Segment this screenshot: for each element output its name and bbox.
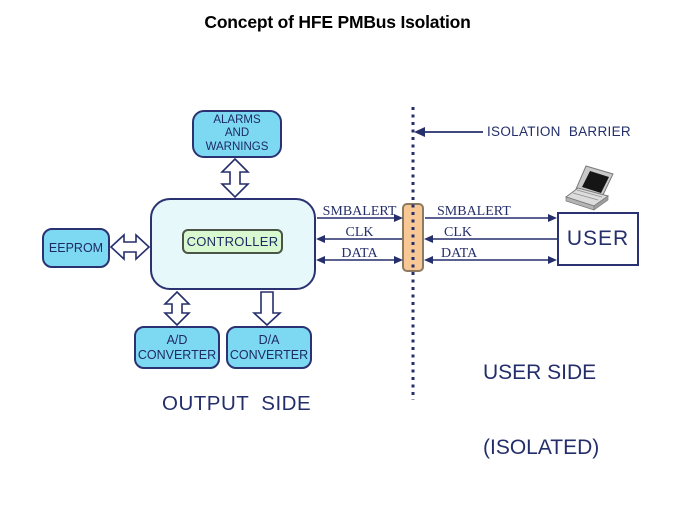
alarms-line-2: AND	[224, 127, 250, 140]
smbalert-left-label: SMBALERT	[322, 204, 397, 219]
alarms-line-1: ALARMS	[213, 113, 261, 126]
ad-converter-block: A/D CONVERTER	[134, 326, 220, 369]
user-side-line-1: USER SIDE	[483, 361, 597, 384]
laptop-icon	[564, 165, 614, 211]
alarms-line-3: WARNINGS	[205, 140, 269, 153]
clk-right-label: CLK	[444, 225, 472, 240]
controller-ad-double-arrow-icon	[163, 290, 191, 327]
data-right-label: DATA	[441, 246, 478, 261]
user-block: USER	[557, 212, 639, 266]
ad-line-2: CONVERTER	[137, 347, 217, 362]
clk-left-label: CLK	[345, 225, 374, 240]
alarms-warnings-block: ALARMS AND WARNINGS	[192, 110, 282, 158]
smbalert-right-label: SMBALERT	[437, 204, 511, 219]
controller-da-down-arrow-icon	[251, 291, 283, 327]
isolation-barrier-label: ISOLATION BARRIER	[487, 124, 631, 139]
isolation-coupler-box	[402, 203, 424, 272]
user-label: USER	[566, 227, 630, 250]
page-title: Concept of HFE PMBus Isolation	[204, 12, 471, 32]
controller-block: CONTROLLER	[182, 229, 283, 254]
data-left-label: DATA	[341, 246, 378, 261]
ad-line-1: A/D	[166, 332, 188, 347]
user-side-line-2: (ISOLATED)	[483, 436, 600, 459]
user-side-label: USER SIDE (ISOLATED)	[483, 310, 599, 506]
da-line-2: CONVERTER	[229, 347, 309, 362]
controller-label: CONTROLLER	[186, 234, 279, 249]
isolation-barrier-arrow-icon	[414, 127, 483, 137]
eeprom-block: EEPROM	[42, 228, 110, 268]
eeprom-controller-double-arrow-icon	[109, 233, 151, 261]
output-side-label: OUTPUT SIDE	[162, 392, 312, 415]
da-converter-block: D/A CONVERTER	[226, 326, 312, 369]
eeprom-label: EEPROM	[48, 241, 104, 255]
da-line-1: D/A	[258, 332, 280, 347]
alarms-controller-double-arrow-icon	[220, 157, 250, 199]
